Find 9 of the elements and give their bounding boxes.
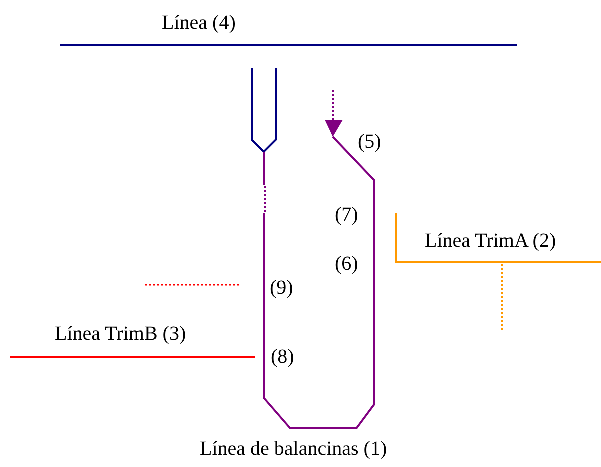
- line-label: (6): [335, 252, 358, 276]
- line-label: Línea TrimA (2): [425, 229, 556, 253]
- line-label: Línea (4): [162, 11, 236, 35]
- line-label: Línea TrimB (3): [55, 322, 186, 346]
- line-label: (7): [335, 203, 358, 227]
- line-label: Línea de balancinas (1): [200, 437, 388, 461]
- line-label: (9): [270, 276, 294, 300]
- line-label: (5): [358, 130, 382, 154]
- line-label: (8): [271, 345, 294, 369]
